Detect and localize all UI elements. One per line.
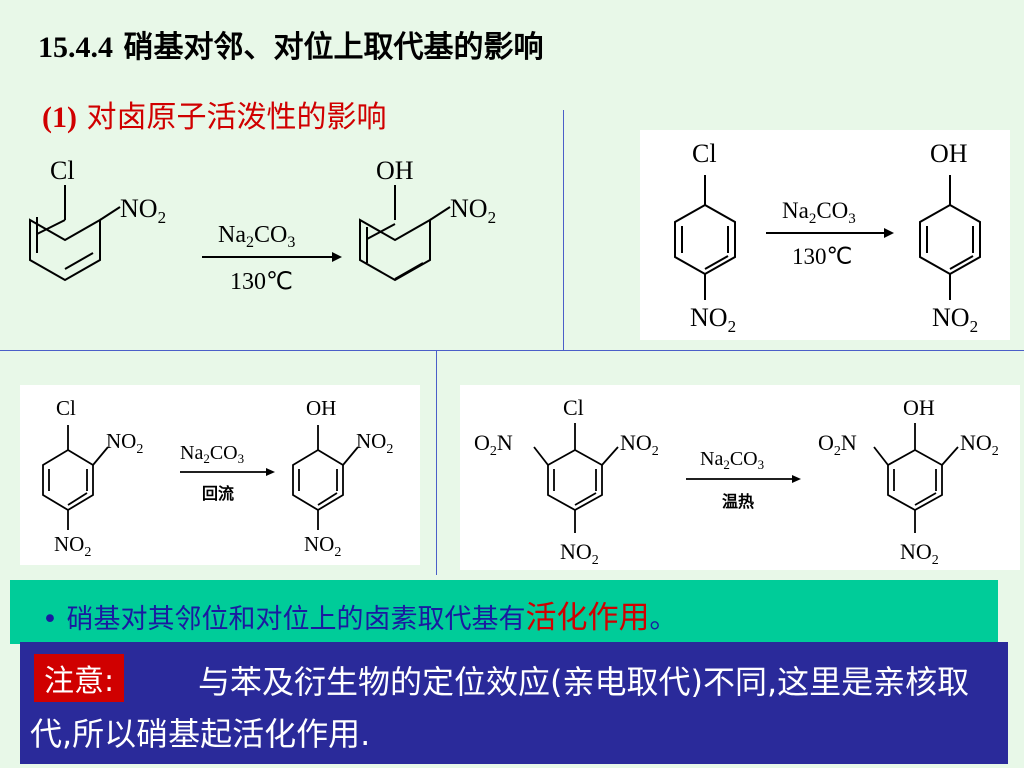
scheme-ortho: Cl NO2 Na2CO3 130℃ OH NO2 [29, 156, 496, 295]
scheme-para: Cl NO2 Na2CO3 130℃ OH NO2 [674, 139, 981, 336]
benzene-ring-icon [29, 185, 121, 282]
product-no2: NO2 [356, 429, 393, 457]
product-no2-para: NO2 [304, 532, 341, 560]
divider-horizontal [0, 350, 1024, 351]
product-o2n: O2N [818, 430, 857, 459]
product-oh: OH [930, 139, 968, 168]
reagent-top: Na2CO3 [782, 198, 856, 227]
divider-vertical-top [563, 110, 564, 350]
note-box: 与苯及衍生物的定位效应(亲电取代)不同,这里是亲核取代,所以硝基起活化作用. 注… [20, 642, 1008, 764]
substituent-no2-para: NO2 [54, 532, 91, 560]
reaction-arrow-icon [766, 228, 894, 238]
product-oh: OH [376, 156, 414, 185]
divider-vertical-bottom [436, 350, 437, 575]
substituent-no2-para: NO2 [560, 539, 599, 568]
summary-line: • 硝基对其邻位和对位上的卤素取代基有活化作用。 [42, 600, 677, 636]
reagent-top: Na2CO3 [700, 448, 764, 472]
reagent-bottom: 130℃ [230, 269, 293, 295]
scheme-trinitro: Cl O2N NO2 NO2 Na2CO3 温热 OH O2N NO2 NO2 [474, 395, 999, 568]
slide-title: 15.4.4 硝基对邻、对位上取代基的影响 [38, 30, 544, 65]
note-label: 注意: [34, 654, 125, 702]
benzene-ring-icon [533, 423, 619, 533]
note-text: 与苯及衍生物的定位效应(亲电取代)不同,这里是亲核取代,所以硝基起活化作用. [30, 663, 970, 753]
benzene-ring-icon [873, 423, 959, 533]
benzene-ring-icon [919, 175, 981, 300]
product-oh: OH [306, 396, 336, 420]
substituent-cl: Cl [50, 156, 75, 185]
reagent-bottom: 回流 [202, 484, 234, 503]
product-no2-para: NO2 [900, 539, 939, 568]
scheme-dinitro: Cl NO2 NO2 Na2CO3 回流 OH NO2 NO2 [42, 396, 393, 560]
product-oh: OH [903, 395, 935, 420]
substituent-cl: Cl [692, 139, 717, 168]
summary-emphasis: 活化作用 [525, 600, 650, 636]
substituent-no2: NO2 [106, 429, 143, 457]
summary-box: • 硝基对其邻位和对位上的卤素取代基有活化作用。 [10, 580, 998, 644]
reagent-bottom: 温热 [721, 492, 754, 511]
benzene-ring-icon [359, 185, 451, 282]
product-no2: NO2 [932, 303, 978, 336]
scheme-para-panel [640, 130, 1010, 340]
substituent-o2n: O2N [474, 430, 513, 459]
product-no2: NO2 [450, 194, 496, 227]
substituent-no2: NO2 [620, 430, 659, 459]
benzene-ring-icon [674, 175, 736, 300]
reagent-top: Na2CO3 [218, 222, 295, 251]
reaction-arrow-icon [686, 475, 801, 483]
reagent-top: Na2CO3 [180, 442, 244, 466]
reaction-arrow-icon [202, 252, 342, 262]
product-no2: NO2 [960, 430, 999, 459]
substituent-no2: NO2 [120, 194, 166, 227]
reagent-bottom: 130℃ [792, 244, 852, 269]
substituent-cl: Cl [563, 395, 584, 420]
substituent-no2: NO2 [690, 303, 736, 336]
reaction-arrow-icon [180, 468, 275, 476]
slide-subtitle: (1) 对卤原子活泼性的影响 [42, 100, 387, 135]
substituent-cl: Cl [56, 396, 76, 420]
benzene-ring-icon [292, 425, 359, 530]
benzene-ring-icon [42, 425, 109, 530]
